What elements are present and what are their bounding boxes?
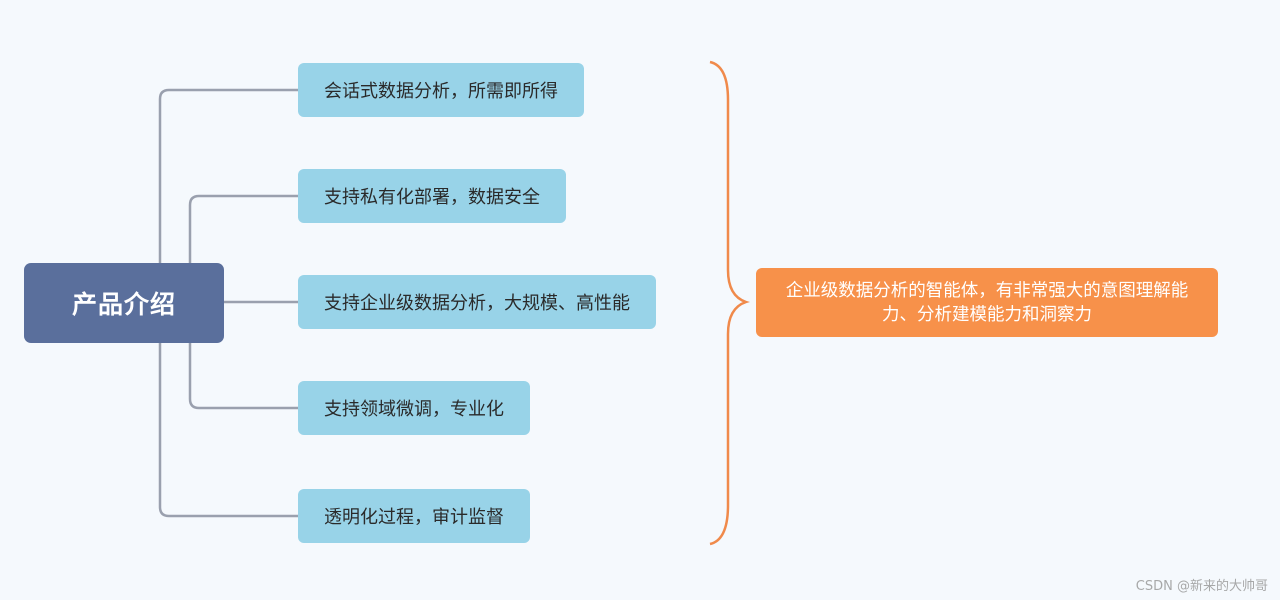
connector-branch-4 [188, 343, 298, 410]
branch-node-4[interactable]: 支持领域微调，专业化 [298, 381, 530, 435]
connector-branch-5 [158, 343, 298, 518]
branch-node-label: 支持企业级数据分析，大规模、高性能 [324, 293, 630, 314]
summary-brace [709, 60, 750, 546]
branch-node-label: 会话式数据分析，所需即所得 [324, 81, 558, 102]
branch-node-label: 支持领域微调，专业化 [324, 399, 504, 420]
branch-node-label: 支持私有化部署，数据安全 [324, 187, 540, 208]
branch-node-label: 透明化过程，审计监督 [324, 507, 504, 528]
connector-branch-2 [188, 194, 298, 263]
summary-node[interactable]: 企业级数据分析的智能体，有非常强大的意图理解能力、分析建模能力和洞察力 [756, 268, 1218, 337]
root-node-label: 产品介绍 [71, 290, 176, 319]
branch-node-3[interactable]: 支持企业级数据分析，大规模、高性能 [298, 275, 656, 329]
connector-branch-1 [158, 88, 298, 263]
watermark: CSDN @新来的大帅哥 [1135, 579, 1268, 594]
branch-node-2[interactable]: 支持私有化部署，数据安全 [298, 169, 566, 223]
summary-node-label: 企业级数据分析的智能体，有非常强大的意图理解能力、分析建模能力和洞察力 [785, 280, 1189, 325]
branch-node-5[interactable]: 透明化过程，审计监督 [298, 489, 530, 543]
branch-node-1[interactable]: 会话式数据分析，所需即所得 [298, 63, 584, 117]
root-node[interactable]: 产品介绍 [24, 263, 224, 343]
